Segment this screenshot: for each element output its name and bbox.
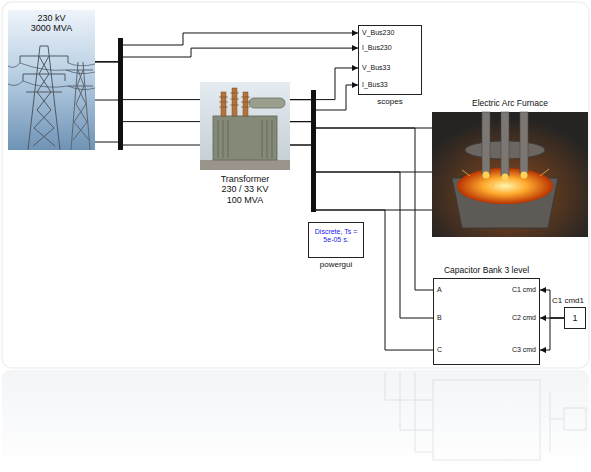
transmission-photo bbox=[8, 10, 95, 150]
signal-line bbox=[290, 68, 358, 122]
transformer-block: Transformer 230 / 33 KV 100 MVA bbox=[200, 82, 290, 170]
scope-block: V_Bus230I_Bus230V_Bus33I_Bus33scopes bbox=[358, 25, 422, 95]
wire bbox=[290, 145, 432, 210]
port-label: I_Bus230 bbox=[362, 44, 392, 52]
tank bbox=[213, 116, 277, 160]
source-label: 230 kV 3000 MVA bbox=[29, 13, 75, 34]
furnace-block: Electric Arc Furnace bbox=[432, 112, 588, 237]
furnace-ground bbox=[432, 112, 588, 237]
capacitor-block: Capacitor Bank 3 levelABCC1 cmdC2 cmdC3 … bbox=[433, 278, 540, 365]
wire bbox=[95, 48, 358, 62]
port-label: C1 cmd bbox=[512, 286, 536, 294]
port-label: I_Bus33 bbox=[362, 81, 388, 89]
power-line bbox=[290, 100, 432, 210]
radiators bbox=[218, 120, 272, 158]
wire bbox=[290, 100, 432, 128]
port-label: V_Bus230 bbox=[362, 29, 394, 37]
model-panel bbox=[2, 2, 589, 368]
block-label: Capacitor Bank 3 level bbox=[444, 266, 529, 276]
constant-value: 1 bbox=[572, 313, 577, 323]
port-label: A bbox=[437, 286, 442, 294]
wire bbox=[95, 62, 200, 100]
port-label: B bbox=[437, 314, 442, 322]
plinth bbox=[200, 160, 290, 170]
wire bbox=[290, 85, 358, 122]
wire bbox=[290, 68, 358, 100]
port-label: V_Bus33 bbox=[362, 64, 390, 72]
wire bbox=[540, 318, 564, 350]
wire bbox=[290, 100, 433, 290]
wire bbox=[95, 33, 358, 62]
photo-ground bbox=[200, 82, 290, 170]
sparks bbox=[462, 169, 549, 190]
block-label: C1 cmd1 bbox=[551, 296, 585, 305]
wire bbox=[95, 100, 200, 122]
transformer-photo bbox=[200, 82, 290, 170]
solver-setting: Discrete, Ts = 5e-05 s. bbox=[311, 228, 361, 245]
power-line bbox=[290, 100, 433, 350]
block-label: Transformer 230 / 33 KV 100 MVA bbox=[215, 174, 275, 205]
arc-furnace-picture bbox=[432, 112, 588, 237]
reflection-panel bbox=[2, 370, 589, 470]
wire bbox=[290, 145, 433, 350]
signal-line bbox=[95, 33, 358, 62]
port-label: C bbox=[437, 346, 442, 354]
power-line bbox=[95, 62, 200, 145]
port-label: C3 cmd bbox=[512, 346, 536, 354]
arc-tips bbox=[483, 172, 528, 181]
wire bbox=[290, 122, 432, 172]
wire bbox=[95, 142, 200, 145]
conductors bbox=[8, 63, 95, 90]
block-label: scopes bbox=[377, 97, 402, 106]
port-label: C2 cmd bbox=[512, 314, 536, 322]
electrodes bbox=[482, 112, 528, 176]
powergui-block: Discrete, Ts = 5e-05 s.powergui bbox=[308, 222, 364, 258]
source-block: 230 kV 3000 MVA bbox=[8, 10, 95, 150]
constant-block: 1C1 cmd1 bbox=[564, 307, 586, 329]
block-label: Electric Arc Furnace bbox=[472, 99, 548, 109]
block-label: powergui bbox=[320, 260, 352, 269]
pylon bbox=[66, 62, 93, 150]
wire bbox=[290, 122, 433, 318]
sky bbox=[8, 10, 95, 150]
reflection bbox=[385, 372, 586, 460]
conservator bbox=[249, 98, 285, 108]
bushing-sheds bbox=[219, 93, 250, 107]
pylon bbox=[20, 46, 68, 150]
